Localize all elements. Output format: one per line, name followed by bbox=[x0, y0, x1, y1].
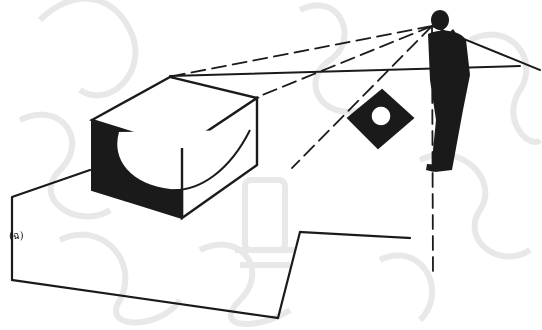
small-box bbox=[348, 90, 413, 148]
large-box bbox=[92, 77, 257, 218]
observer bbox=[426, 10, 470, 172]
figure-caption: (ฉ) bbox=[9, 229, 24, 244]
